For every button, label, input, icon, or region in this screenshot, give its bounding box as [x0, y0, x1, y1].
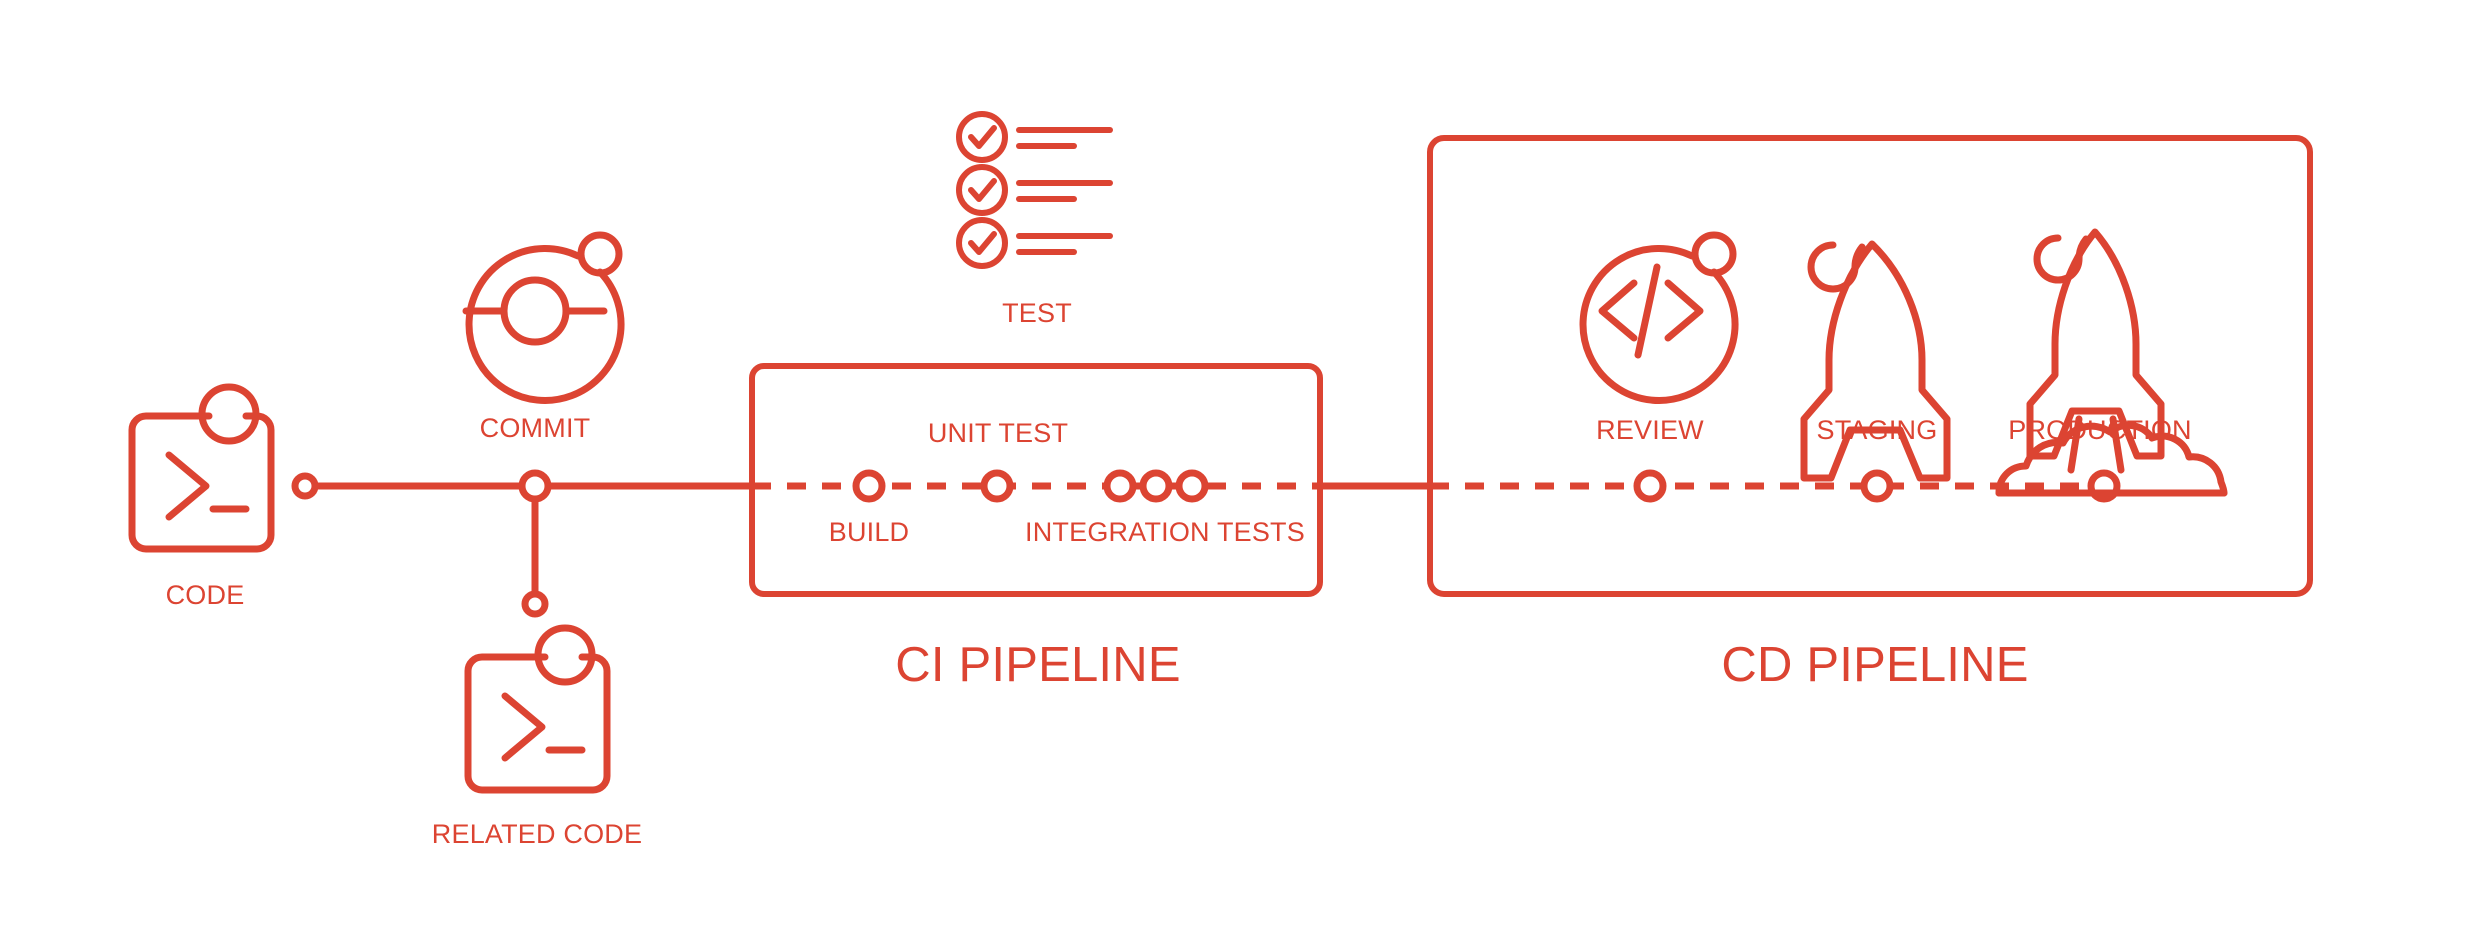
- rail-node-unit-test: [980, 469, 1014, 503]
- label-review: REVIEW: [1596, 415, 1704, 445]
- related-code-terminal-icon: [464, 624, 611, 794]
- rail-node-review: [1633, 469, 1667, 503]
- cd-pipeline-box: [1427, 135, 2313, 597]
- label-related-code: RELATED CODE: [431, 819, 643, 849]
- label-staging: STAGING: [1816, 415, 1938, 445]
- label-cd-pipeline: CD PIPELINE: [1721, 638, 2029, 692]
- rail-node-commit: [518, 469, 552, 503]
- rail-node-start: [291, 472, 319, 500]
- label-build: BUILD: [828, 517, 910, 547]
- rail-node-related-code: [521, 590, 549, 618]
- rail-node-integration-2: [1139, 469, 1173, 503]
- label-ci-pipeline: CI PIPELINE: [895, 638, 1181, 692]
- rail-node-staging: [1860, 469, 1894, 503]
- label-commit: COMMIT: [479, 413, 591, 443]
- code-brackets-circle-icon: [1579, 231, 1739, 404]
- label-unit-test: UNIT TEST: [927, 418, 1069, 448]
- label-production: PRODUCTION: [2008, 415, 2192, 445]
- label-test: TEST: [1002, 298, 1072, 328]
- label-integration-tests: INTEGRATION TESTS: [1025, 517, 1305, 547]
- rail-node-integration-3: [1175, 469, 1209, 503]
- rail-node-build: [852, 469, 886, 503]
- rocket-launch-icon: [1995, 228, 2228, 497]
- rail-node-integration-1: [1103, 469, 1137, 503]
- rocket-icon: [1800, 240, 1951, 482]
- checklist-icon: [956, 111, 1113, 269]
- ci-pipeline-box: [749, 363, 1323, 597]
- label-code: CODE: [165, 580, 245, 610]
- commit-orbit-icon-outline: [462, 231, 625, 404]
- terminal-code-icon: [128, 383, 275, 553]
